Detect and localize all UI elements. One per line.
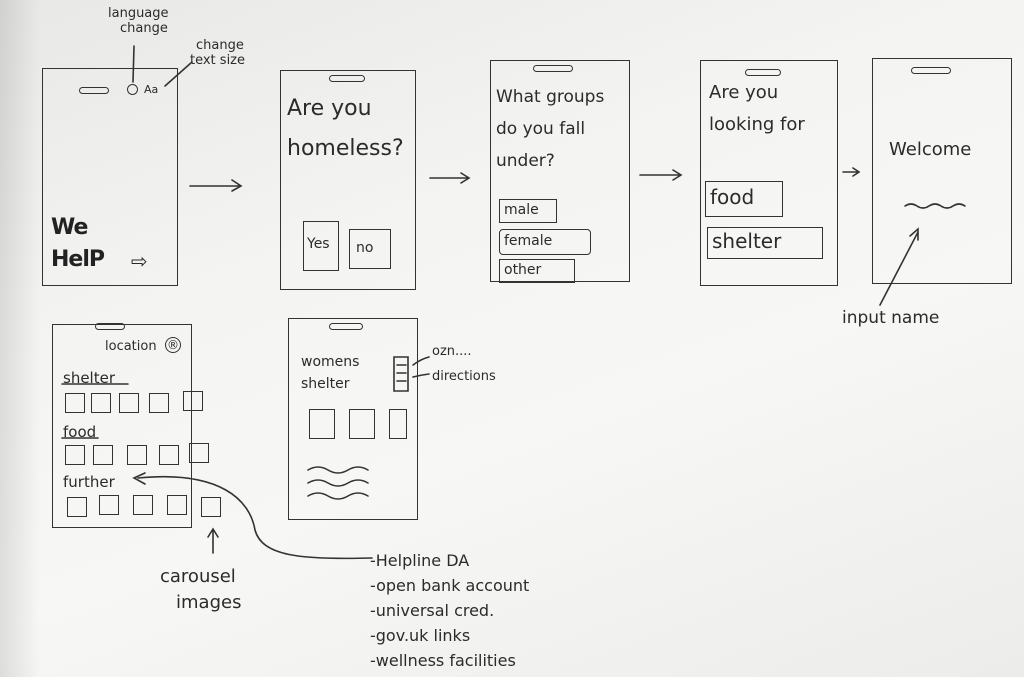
shelter-option[interactable]: shelter [707, 227, 823, 259]
further-carousel-item[interactable] [201, 497, 221, 517]
shelter-image[interactable] [349, 409, 375, 439]
input-name-pointer [879, 227, 919, 306]
shelter-carousel-item[interactable] [119, 393, 139, 413]
carousel-images-note: carousel images [160, 566, 242, 613]
speaker-slot [95, 323, 125, 330]
shelter-image[interactable] [309, 409, 335, 439]
shelter-image[interactable] [389, 409, 407, 439]
no-button[interactable]: no [349, 229, 391, 269]
other-option[interactable]: other [499, 259, 575, 283]
food-carousel-item[interactable] [65, 445, 85, 465]
list-item: -open bank account [370, 576, 530, 595]
homeless-screen: Are you homeless? Yes no [280, 70, 416, 290]
further-carousel-item[interactable] [167, 495, 187, 515]
shelter-carousel-item[interactable] [91, 393, 111, 413]
flow-arrow-4 [842, 167, 861, 177]
welcome-title: Welcome [889, 139, 972, 160]
further-heading: further [63, 473, 115, 491]
food-carousel-item[interactable] [127, 445, 147, 465]
food-carousel-item[interactable] [93, 445, 113, 465]
text-size-icon[interactable]: Aa [144, 83, 159, 96]
speaker-slot [911, 67, 951, 74]
shelter-carousel-item[interactable] [65, 393, 85, 413]
food-carousel-item[interactable] [189, 443, 209, 463]
directions-note: directions [432, 369, 496, 384]
food-option[interactable]: food [705, 181, 783, 217]
homeless-question: Are you homeless? [287, 96, 404, 161]
groups-screen: What groups do you fall under? male fema… [490, 60, 630, 283]
detail-info-note: ozn.... [432, 344, 472, 359]
text-size-pointer [164, 61, 193, 87]
flow-arrow-2 [429, 172, 471, 184]
shelter-detail-title: womens shelter [301, 354, 360, 392]
further-arrowhead [132, 472, 146, 485]
speaker-slot [79, 87, 109, 94]
list-item: -wellness facilities [370, 651, 516, 670]
further-carousel-item[interactable] [133, 495, 153, 515]
change-text-size-note: change text size [190, 38, 245, 68]
looking-for-screen: Are you looking for food shelter [700, 60, 838, 286]
further-links-list: -Helpline DA -open bank account -univers… [370, 548, 529, 673]
yes-button[interactable]: Yes [303, 221, 339, 271]
detail-text-scribble [307, 466, 369, 500]
further-carousel-item[interactable] [67, 497, 87, 517]
groups-question: What groups do you fall under? [496, 87, 605, 171]
speaker-slot [745, 69, 781, 76]
logo-we: We [51, 215, 88, 240]
welcome-input-scribble [904, 203, 966, 209]
shelter-heading: shelter [63, 369, 115, 387]
male-option[interactable]: male [499, 199, 557, 223]
next-arrow-icon[interactable]: ⇨ [131, 249, 148, 273]
welcome-screen: Welcome [872, 58, 1012, 284]
speaker-slot [329, 323, 363, 330]
shelter-carousel-item[interactable] [149, 393, 169, 413]
flow-arrow-1 [189, 179, 243, 192]
food-carousel-item[interactable] [159, 445, 179, 465]
carousel-pointer [207, 527, 219, 554]
speaker-slot [329, 75, 365, 82]
language-pointer [132, 45, 135, 83]
list-icon-lines [396, 364, 407, 382]
list-item: -gov.uk links [370, 626, 471, 645]
looking-for-question: Are you looking for [709, 82, 805, 135]
speaker-slot [533, 65, 573, 72]
input-name-note: input name [842, 308, 940, 328]
further-link-curve [137, 476, 373, 560]
list-item: -Helpline DA [370, 551, 470, 570]
logo-help: HelP [51, 247, 105, 272]
further-carousel-item[interactable] [99, 495, 119, 515]
home-screen: location ® shelter food further [52, 323, 221, 528]
food-heading: food [63, 423, 97, 441]
location-label[interactable]: location [105, 339, 157, 354]
flow-arrow-3 [639, 169, 683, 181]
location-pin-icon[interactable]: ® [165, 337, 181, 353]
detail-pointers [412, 356, 430, 378]
language-change-note: language change [108, 6, 169, 36]
list-item: -universal cred. [370, 601, 495, 620]
female-option[interactable]: female [499, 229, 591, 255]
language-globe-icon[interactable] [127, 84, 138, 95]
shelter-detail-screen: womens shelter [288, 318, 418, 520]
list-icon-box [393, 356, 409, 392]
paper-shadow [0, 0, 40, 677]
shelter-carousel-item[interactable] [183, 391, 203, 411]
splash-screen: Aa We HelP ⇨ [42, 68, 178, 286]
